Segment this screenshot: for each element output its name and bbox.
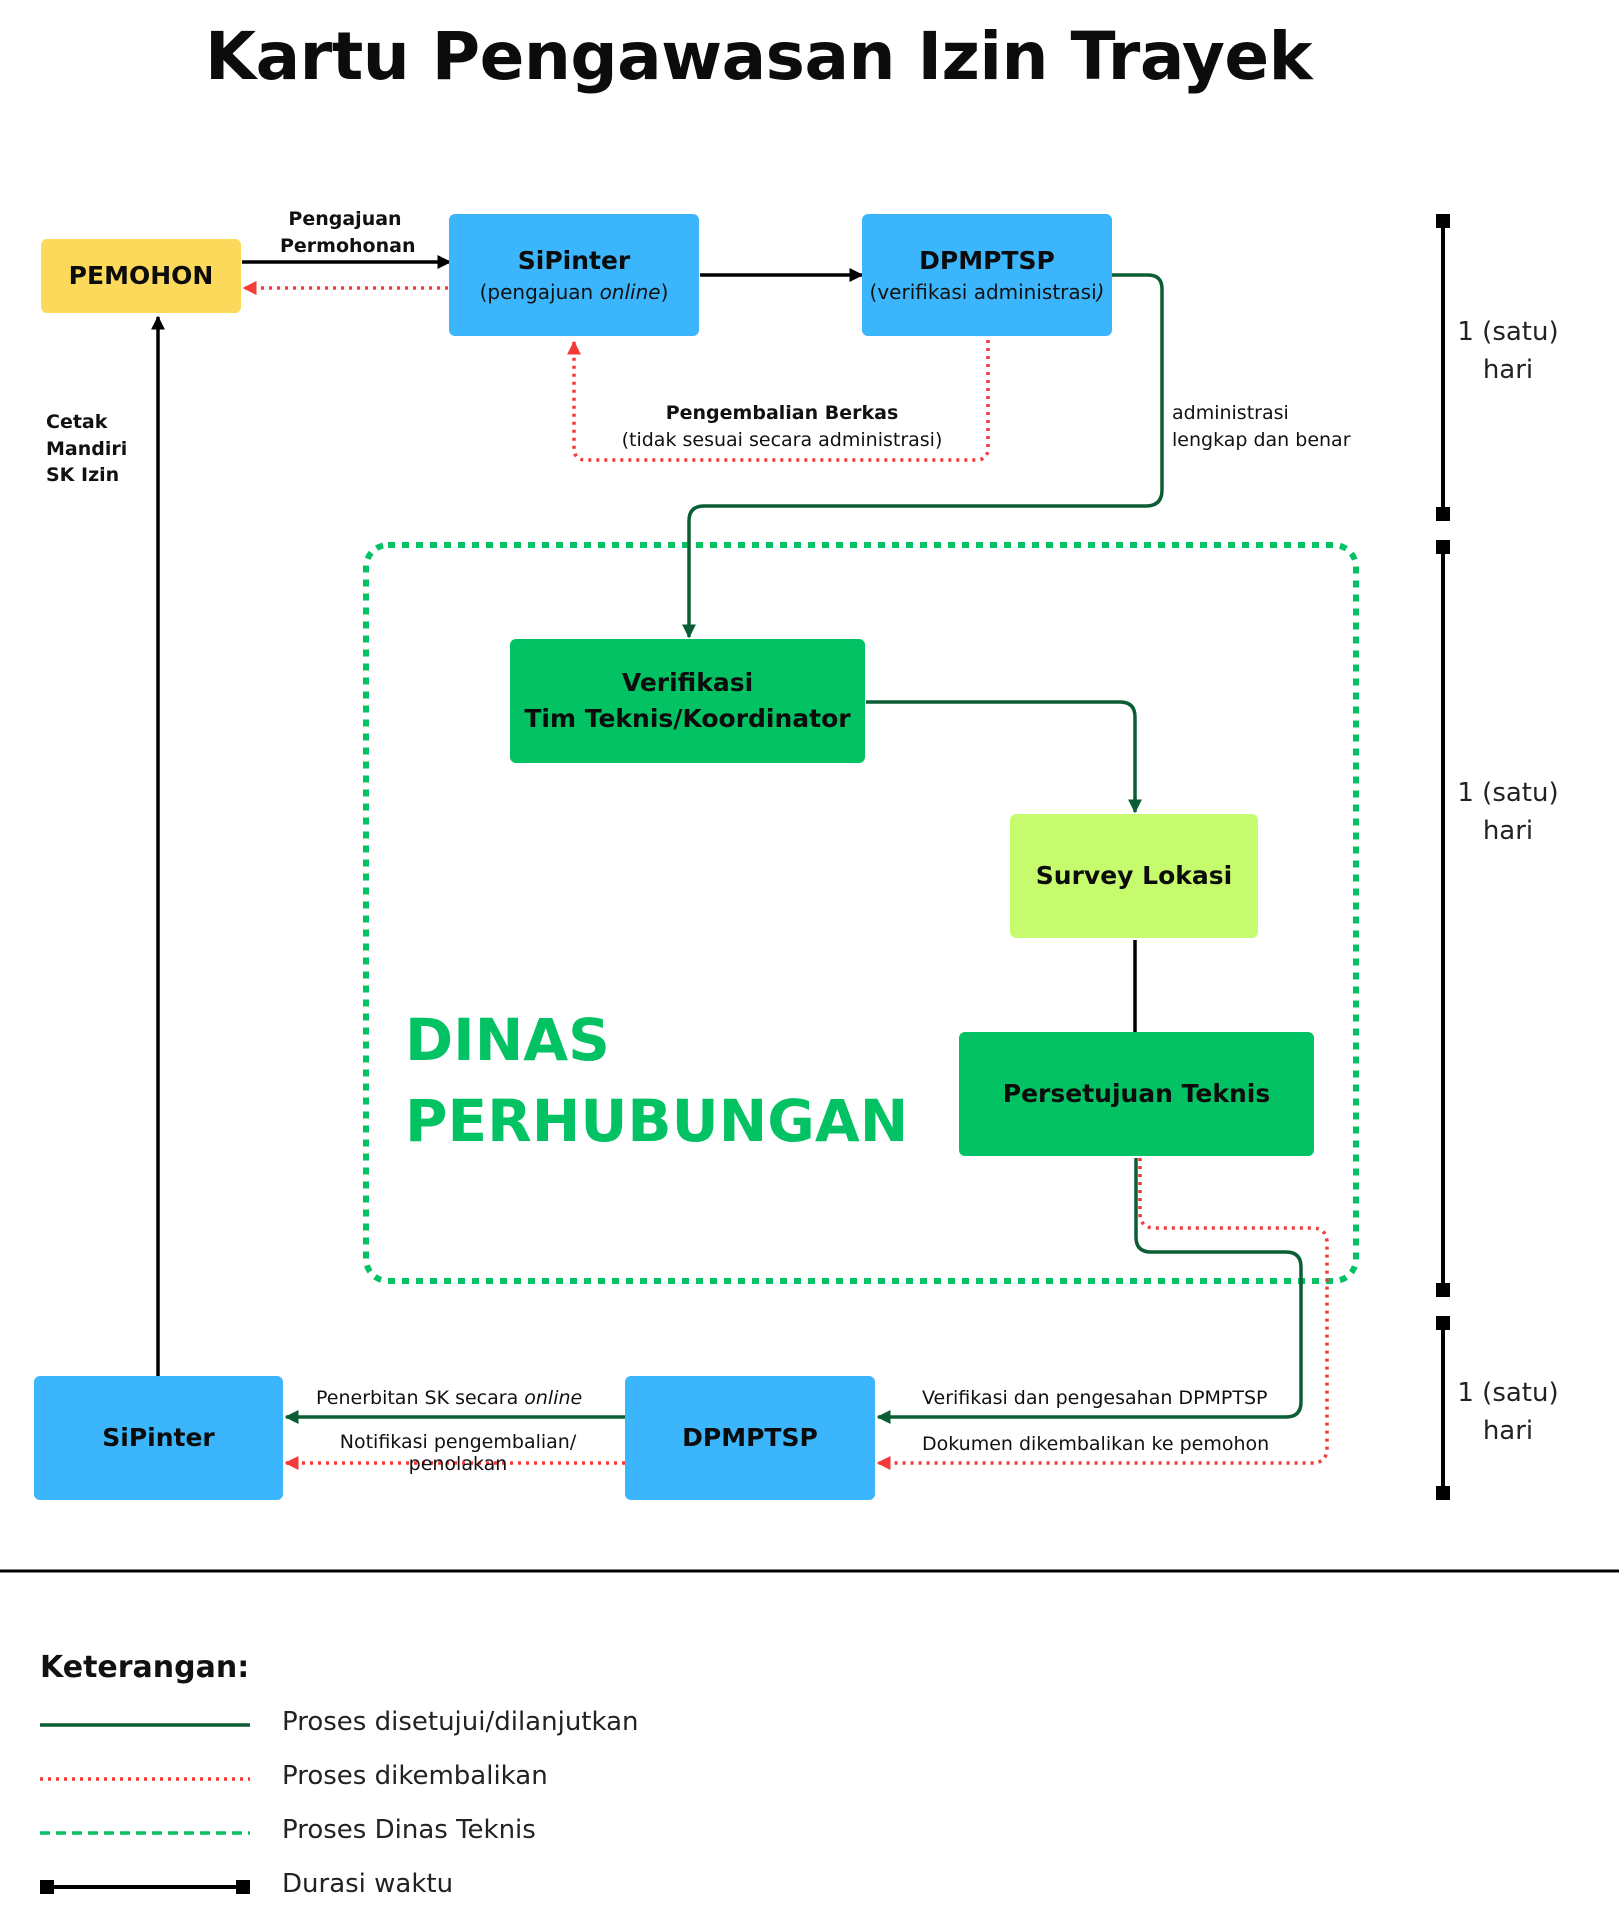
duration-bar-2 [1436, 540, 1450, 1297]
arrow-administrasi-lengkap [682, 273, 1164, 639]
legend-label-approved: Proses disetujui/dilanjutkan [282, 1707, 639, 1737]
dpmptsp-bottom-label: DPMPTSP [682, 1423, 818, 1452]
legend-label-dinas: Proses Dinas Teknis [282, 1815, 536, 1845]
label-cetak-mandiri: Cetak Mandiri SK Izin [46, 411, 128, 487]
arrow-verifikasi-survey [866, 700, 1142, 814]
sipinter-top-title: SiPinter [517, 246, 631, 275]
survey-lokasi-label: Survey Lokasi [1035, 861, 1233, 890]
dpmptsp-top-subtitle: (verifikasi administrasi) [869, 280, 1105, 304]
label-penerbitan-sk: Penerbitan SK secara online [316, 1387, 583, 1409]
sipinter-top-box[interactable]: SiPinter (pengajuan online) [449, 214, 699, 336]
legend-title: Keterangan: [40, 1650, 250, 1685]
duration-label-3: 1 (satu) hari [1457, 1378, 1559, 1446]
sipinter-top-subtitle: (pengajuan online) [479, 280, 669, 304]
label-administrasi-lengkap: administrasi lengkap dan benar [1172, 402, 1351, 451]
verifikasi-box[interactable]: Verifikasi Tim Teknis/Koordinator [510, 639, 865, 763]
verifikasi-line2: Tim Teknis/Koordinator [524, 704, 851, 733]
pemohon-box[interactable]: PEMOHON [41, 239, 241, 313]
label-notifikasi-pengembalian: Notifikasi pengembalian/ penolakan [339, 1431, 577, 1475]
arrow-dokumen-dikembalikan [876, 1158, 1329, 1470]
label-pengajuan-permohonan: Pengajuan Permohonan [280, 208, 416, 257]
dpmptsp-bottom-box[interactable]: DPMPTSP [625, 1376, 875, 1500]
dinas-perhubungan-label: DINAS PERHUBUNGAN [405, 1006, 909, 1156]
label-verifikasi-pengesahan: Verifikasi dan pengesahan DPMPTSP [922, 1387, 1268, 1409]
legend-label-returned: Proses dikembalikan [282, 1761, 548, 1791]
duration-label-2: 1 (satu) hari [1457, 778, 1559, 846]
legend-line-duration [40, 1880, 250, 1894]
dpmptsp-top-box[interactable]: DPMPTSP (verifikasi administrasi) [862, 214, 1112, 336]
survey-lokasi-box[interactable]: Survey Lokasi [1010, 814, 1258, 938]
sipinter-bottom-box[interactable]: SiPinter [34, 1376, 283, 1500]
duration-bar-3 [1436, 1316, 1450, 1500]
duration-label-1: 1 (satu) hari [1457, 317, 1559, 385]
persetujuan-teknis-label: Persetujuan Teknis [1002, 1079, 1271, 1108]
duration-bar-1 [1436, 214, 1450, 521]
persetujuan-teknis-box[interactable]: Persetujuan Teknis [959, 1032, 1314, 1156]
arrow-verifikasi-pengesahan [876, 1158, 1303, 1424]
arrow-pengembalian-berkas [567, 340, 990, 462]
label-dokumen-dikembalikan: Dokumen dikembalikan ke pemohon [922, 1433, 1270, 1455]
verifikasi-line1: Verifikasi [621, 668, 754, 697]
sipinter-bottom-label: SiPinter [102, 1423, 215, 1452]
page-title: Kartu Pengawasan Izin Trayek [205, 18, 1313, 95]
dpmptsp-top-title: DPMPTSP [919, 246, 1055, 275]
label-pengembalian-berkas: Pengembalian Berkas (tidak sesuai secara… [621, 402, 943, 451]
legend-label-duration: Durasi waktu [282, 1869, 454, 1899]
pemohon-label: PEMOHON [68, 261, 214, 290]
